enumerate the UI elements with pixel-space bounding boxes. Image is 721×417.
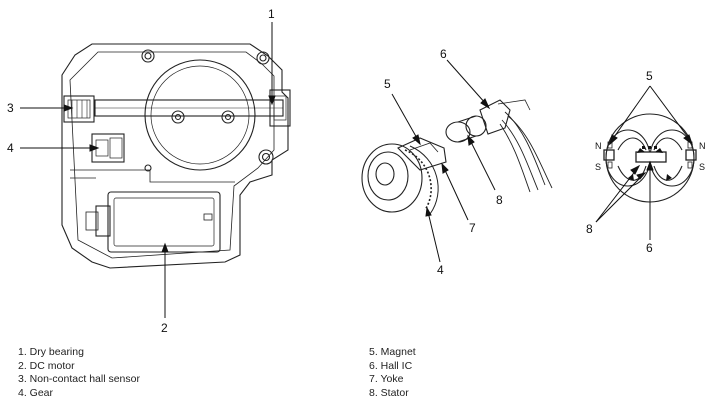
right-callout-lines <box>595 85 693 240</box>
legend-item-hall-ic: 6. Hall IC <box>369 359 413 372</box>
callout-4-left: 4 <box>7 141 14 155</box>
legend-right: 5. Magnet 6. Hall IC 7. Yoke 8. Stator <box>369 346 416 400</box>
legend-item-dry-bearing: 1. Dry bearing <box>18 346 84 358</box>
callout-8-right: 8 <box>586 222 593 236</box>
callout-2: 2 <box>161 321 168 335</box>
callout-1: 1 <box>268 7 275 21</box>
actuator-diagram: 1 3 4 2 5 6 8 7 <box>7 7 706 335</box>
legend-left: 1. Dry bearing 2. DC motor 3. Non-contac… <box>18 346 140 400</box>
pole-label-s-left: S <box>595 162 601 172</box>
callout-5-mid: 5 <box>384 77 391 91</box>
callout-8-mid: 8 <box>496 193 503 207</box>
field-arrows <box>628 146 672 181</box>
legend-item-yoke: 7. Yoke <box>369 373 404 385</box>
callout-4-mid: 4 <box>437 263 444 277</box>
pole-label-n-right: N <box>699 141 706 151</box>
middle-callout-lines <box>391 59 496 263</box>
pole-label-s-right: S <box>699 162 705 172</box>
left-callout-lines <box>20 22 276 318</box>
pole-label-n-left: N <box>595 141 602 151</box>
callout-3: 3 <box>7 101 14 115</box>
legend-item-hall-sensor: 3. Non-contact hall sensor <box>18 373 140 385</box>
legend-item-magnet: 5. Magnet <box>369 346 416 358</box>
legend-item-dc-motor: 2. DC motor <box>18 359 75 372</box>
callout-7: 7 <box>469 221 476 235</box>
callout-6-mid: 6 <box>440 47 447 61</box>
callout-6-right: 6 <box>646 241 653 255</box>
legend-item-stator: 8. Stator <box>369 386 409 399</box>
legend-item-gear: 4. Gear <box>18 386 54 399</box>
actuator-housing-drawing <box>61 43 291 269</box>
callout-5-right: 5 <box>646 69 653 83</box>
